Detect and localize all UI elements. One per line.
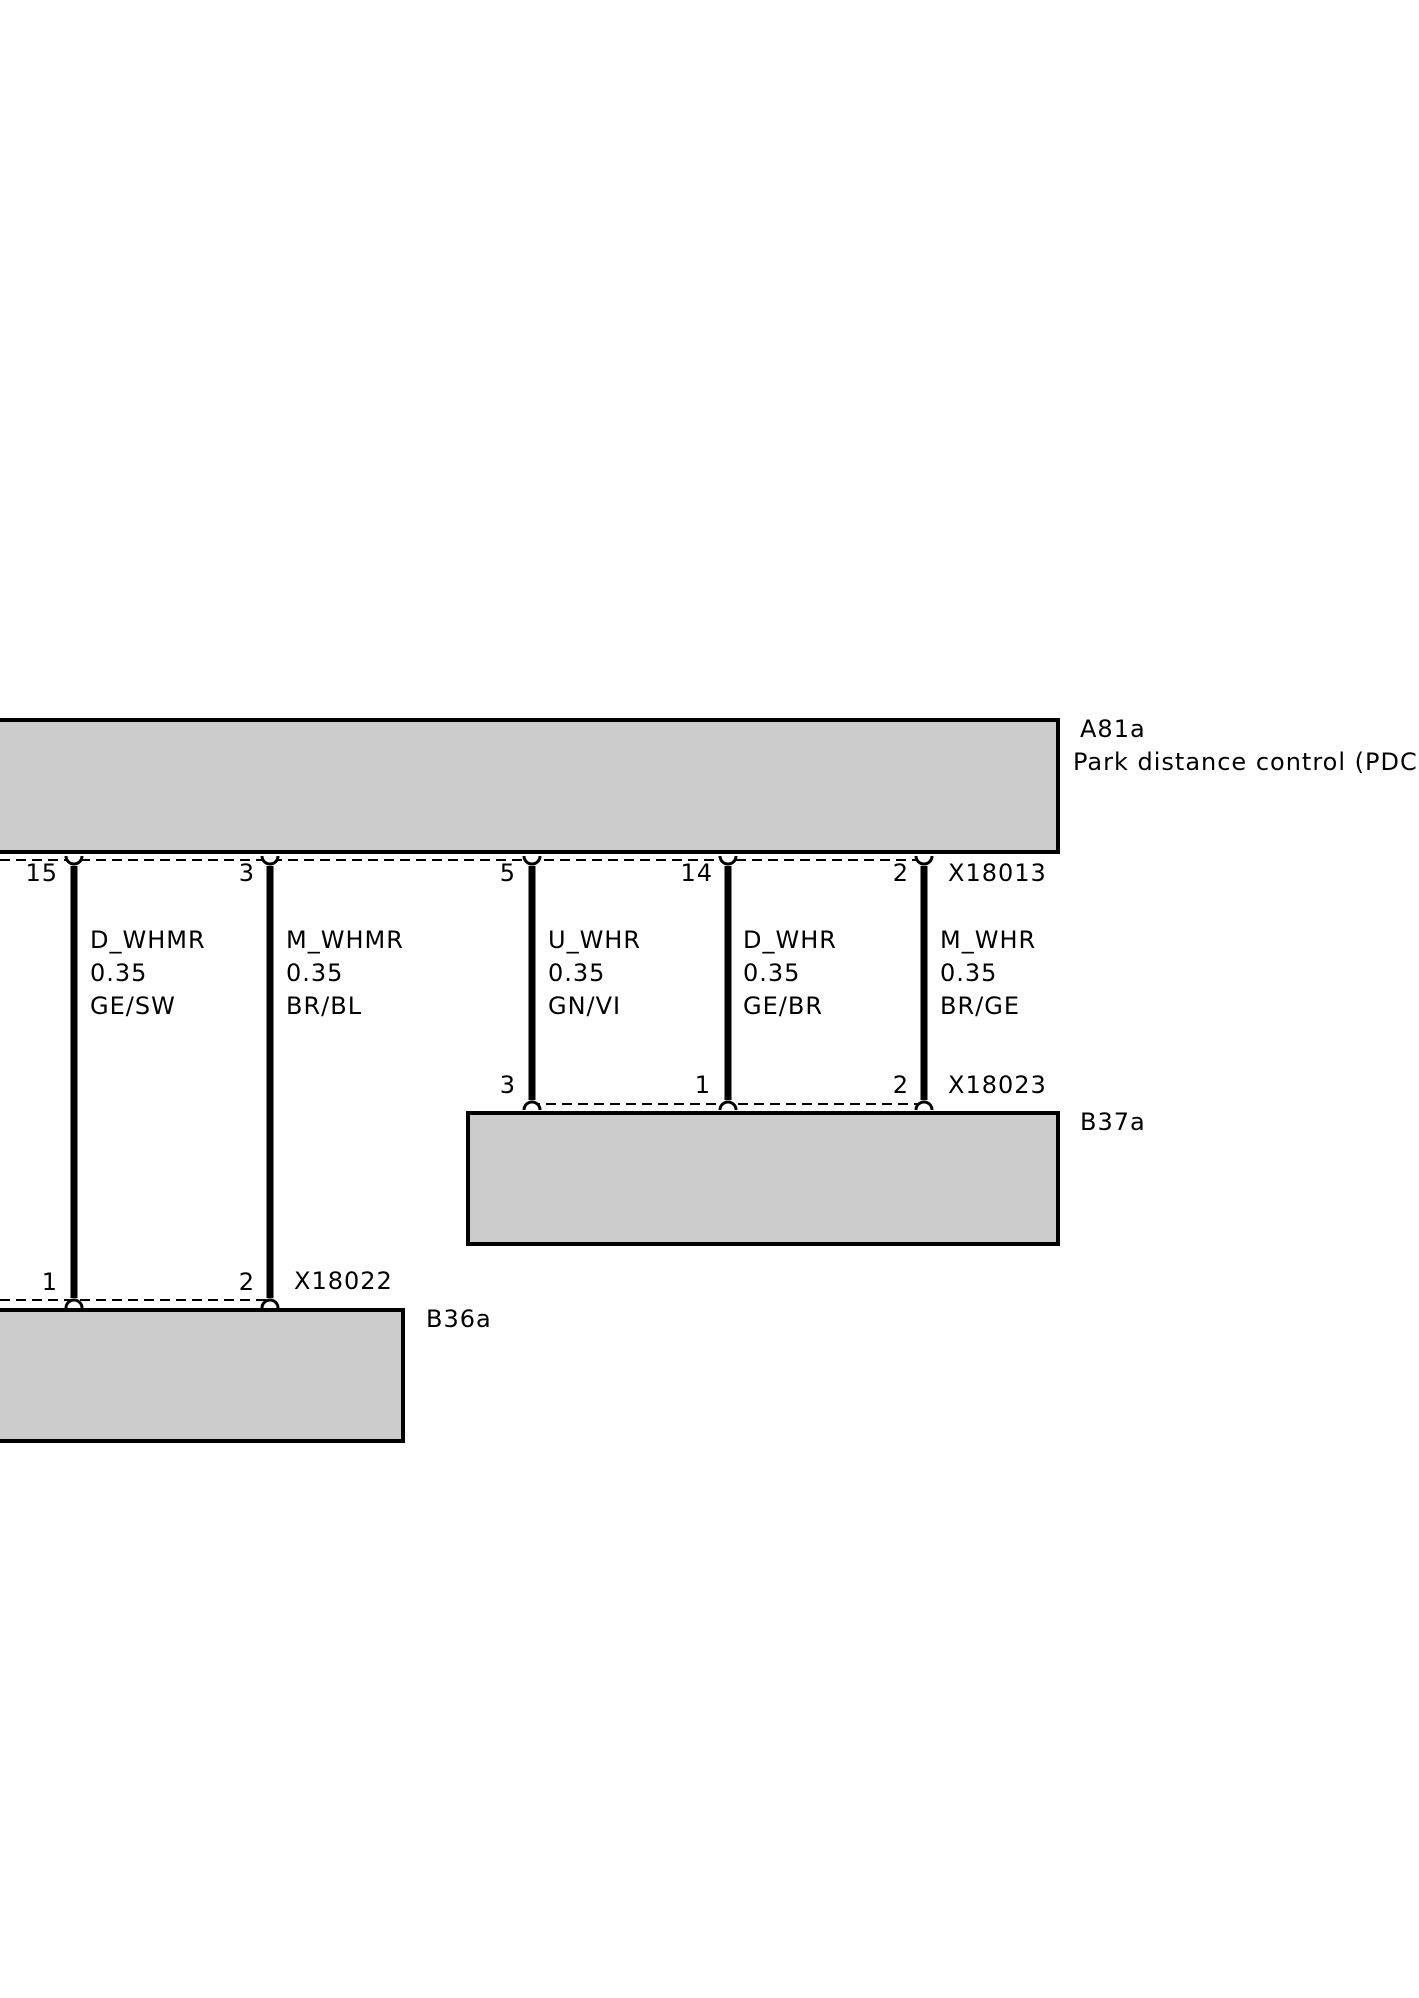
wire-size: 0.35: [90, 959, 147, 987]
wire-m-whmr: 3 2 M_WHMR 0.35 BR/BL: [239, 855, 404, 1309]
wire-color: BR/GE: [940, 992, 1020, 1020]
pin-socket-top: [522, 855, 542, 866]
wire-d-whmr: 15 1 D_WHMR 0.35 GE/SW: [25, 855, 206, 1309]
component-b37a-id: B37a: [1080, 1108, 1146, 1136]
wire-name: U_WHR: [548, 926, 641, 954]
wire-size: 0.35: [286, 959, 343, 987]
pin-socket-top: [914, 855, 934, 866]
wire-color: GE/SW: [90, 992, 176, 1020]
component-a81a-id: A81a: [1080, 715, 1146, 743]
pin-socket-bottom: [522, 1100, 542, 1111]
partial-edge-label: -: [0, 925, 2, 953]
wire-name: M_WHR: [940, 926, 1036, 954]
pin-socket-bottom: [260, 1298, 280, 1309]
wire-top-pin: 15: [25, 859, 58, 887]
wire-name: D_WHR: [743, 926, 837, 954]
wire-size: 0.35: [743, 959, 800, 987]
wire-bottom-pin: 3: [500, 1071, 516, 1099]
wire-bottom-pin: 2: [893, 1071, 909, 1099]
pin-socket-bottom: [64, 1298, 84, 1309]
wire-m-whr: 2 2 M_WHR 0.35 BR/GE: [893, 855, 1036, 1111]
wire-top-pin: 2: [893, 859, 909, 887]
wire-top-pin: 14: [680, 859, 713, 887]
wire-u-whr: 5 3 U_WHR 0.35 GN/VI: [500, 855, 641, 1111]
wire-top-pin: 3: [239, 859, 255, 887]
wire-size: 0.35: [548, 959, 605, 987]
component-b37a-box: [466, 1111, 1060, 1246]
component-a81a-box: [0, 718, 1060, 854]
component-a81a-desc: Park distance control (PDC): [1073, 748, 1419, 776]
connector-x18013-label: X18013: [948, 859, 1047, 887]
component-b36a-box: [0, 1308, 405, 1443]
pin-socket-bottom: [914, 1100, 934, 1111]
wire-bottom-pin: 2: [239, 1268, 255, 1296]
wire-name: M_WHMR: [286, 926, 404, 954]
connector-x18022-label: X18022: [294, 1267, 393, 1295]
wire-color: GE/BR: [743, 992, 823, 1020]
pin-socket-top: [718, 855, 738, 866]
wire-bottom-pin: 1: [695, 1071, 711, 1099]
pin-socket-top: [64, 855, 84, 866]
pin-socket-bottom: [718, 1100, 738, 1111]
wire-bottom-pin: 1: [42, 1268, 58, 1296]
wire-d-whr: 14 1 D_WHR 0.35 GE/BR: [680, 855, 837, 1111]
wire-color: BR/BL: [286, 992, 362, 1020]
wire-color: GN/VI: [548, 992, 621, 1020]
wire-top-pin: 5: [500, 859, 516, 887]
connector-x18023-label: X18023: [948, 1071, 1047, 1099]
pin-socket-top: [260, 855, 280, 866]
wire-size: 0.35: [940, 959, 997, 987]
wire-name: D_WHMR: [90, 926, 206, 954]
component-b36a-id: B36a: [426, 1305, 492, 1333]
